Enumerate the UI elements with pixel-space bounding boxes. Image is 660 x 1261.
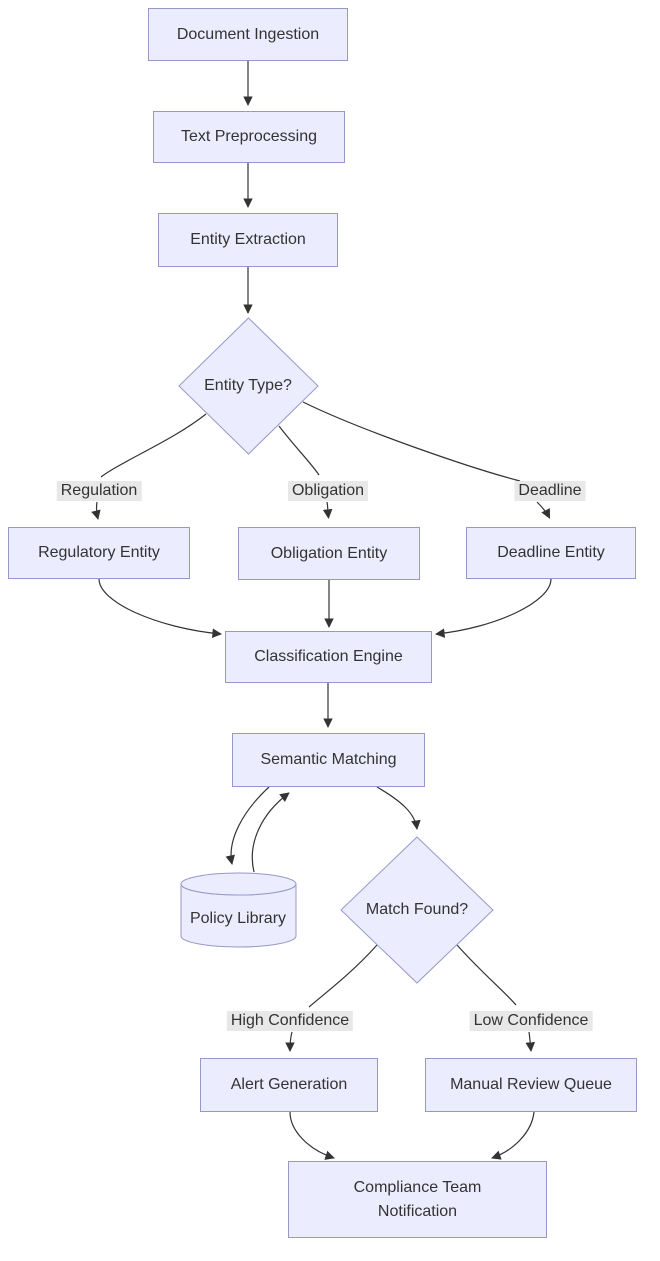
edge-label-high-confidence: High Confidence [226,1011,354,1031]
node-classification-engine-label: Classification Engine [254,648,403,665]
edge-manual-review-queue-to-compliance-notification [491,1111,535,1160]
node-regulatory-entity-label: Regulatory Entity [38,544,160,561]
node-entity-type-label: Entity Type? [204,377,292,394]
policy-library-cylinder-top [180,872,297,896]
edge-high-confidence-label-to-alert-generation [285,1031,295,1052]
node-obligation-entity: Obligation Entity [238,527,420,580]
edge-obligation-label-to-obligation-entity [322,501,333,519]
edge-entity-type-to-regulation-label [100,413,207,478]
node-text-preprocessing: Text Preprocessing [153,111,345,163]
edge-entity-type-to-obligation-label [278,425,320,476]
node-obligation-entity-label: Obligation Entity [270,544,388,562]
node-entity-extraction-label: Entity Extraction [190,231,306,248]
edge-entity-type-to-deadline-label [302,401,521,482]
edge-deadline-entity-to-classification-engine [435,578,552,638]
edge-label-low-confidence: Low Confidence [469,1011,593,1031]
edge-label-obligation: Obligation [287,481,369,501]
edge-alert-generation-to-compliance-notification [289,1111,335,1160]
edge-deadline-label-to-deadline-entity [536,501,551,519]
node-compliance-team-notification: Compliance Team Notification [288,1161,547,1238]
edge-policy-library-to-semantic-matching [251,792,290,873]
edge-regulation-label-to-regulatory-entity [91,501,101,520]
node-document-ingestion-label: Document Ingestion [176,25,320,43]
node-document-ingestion: Document Ingestion [148,8,348,61]
node-deadline-entity-label: Deadline Entity [497,544,605,561]
node-regulatory-entity: Regulatory Entity [8,527,190,579]
node-match-found-label: Match Found? [365,901,469,918]
edge-label-deadline: Deadline [514,481,586,501]
edge-regulatory-entity-to-classification-engine [98,578,222,638]
node-semantic-matching: Semantic Matching [232,733,425,787]
node-classification-engine: Classification Engine [225,631,432,683]
node-text-preprocessing-label: Text Preprocessing [180,128,318,145]
node-deadline-entity: Deadline Entity [466,527,636,579]
edge-semantic-matching-to-match-found [376,786,421,830]
node-compliance-team-notification-label: Compliance Team Notification [353,1178,482,1220]
node-manual-review-queue-label: Manual Review Queue [450,1076,612,1093]
node-alert-generation: Alert Generation [200,1058,378,1112]
node-entity-extraction: Entity Extraction [158,213,338,267]
entity-type-diamond-shape [178,317,319,455]
match-found-diamond-shape [340,836,494,984]
node-alert-generation-label: Alert Generation [230,1076,348,1093]
edge-semantic-matching-to-policy-library [225,786,270,865]
node-policy-library-label: Policy Library [189,910,287,927]
edge-match-found-to-low-confidence-label [456,944,517,1006]
edge-match-found-to-high-confidence-label [308,944,378,1008]
node-manual-review-queue: Manual Review Queue [425,1058,637,1112]
node-semantic-matching-label: Semantic Matching [260,751,397,768]
edge-low-confidence-label-to-manual-review-queue [525,1031,536,1052]
edge-label-regulation: Regulation [56,481,142,501]
